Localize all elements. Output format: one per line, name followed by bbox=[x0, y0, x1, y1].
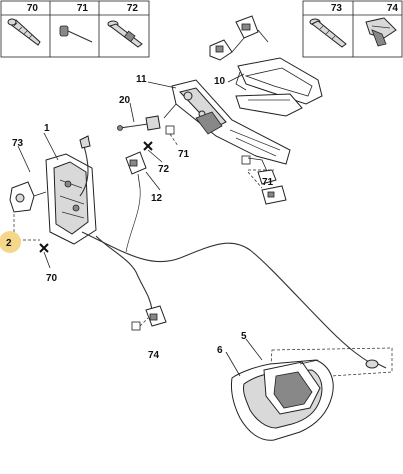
clip-74-icon bbox=[365, 17, 397, 47]
callout-12: 12 bbox=[151, 193, 163, 204]
lock-body bbox=[45, 135, 97, 245]
header-label-70: 70 bbox=[27, 3, 39, 14]
pin-71-icon bbox=[59, 25, 93, 43]
header-box-left: 70 71 72 bbox=[0, 0, 150, 58]
cross-marker-72-icon bbox=[143, 141, 153, 151]
marker-box-71b bbox=[241, 155, 251, 165]
cross-marker-70-icon bbox=[39, 243, 49, 253]
screw-72-icon bbox=[107, 20, 143, 48]
bracket-2 bbox=[9, 181, 47, 213]
callout-71b: 71 bbox=[262, 177, 274, 188]
callout-73: 73 bbox=[12, 138, 24, 149]
header-box-right: 73 74 bbox=[302, 0, 403, 58]
connector-12 bbox=[125, 151, 147, 189]
outside-handle bbox=[209, 15, 323, 117]
callout-2-highlight bbox=[0, 231, 21, 253]
rod-20 bbox=[117, 115, 161, 131]
callout-72: 72 bbox=[158, 164, 170, 175]
callout-11: 11 bbox=[136, 74, 147, 85]
screw-73-icon bbox=[309, 18, 347, 48]
callout-10: 10 bbox=[214, 76, 226, 87]
cable-clip bbox=[145, 305, 167, 327]
callout-74: 74 bbox=[148, 350, 160, 361]
screw-70-icon bbox=[7, 18, 41, 46]
callout-70: 70 bbox=[46, 273, 58, 284]
callout-20: 20 bbox=[119, 95, 131, 106]
header-label-74: 74 bbox=[387, 3, 399, 14]
cross-markers bbox=[39, 141, 163, 269]
marker-box-71a bbox=[165, 125, 175, 135]
header-label-71: 71 bbox=[77, 3, 89, 14]
handle-bracket bbox=[163, 79, 291, 179]
cables bbox=[81, 187, 373, 365]
leader-lines bbox=[17, 73, 263, 377]
callout-1: 1 bbox=[44, 123, 50, 134]
callout-71a: 71 bbox=[178, 149, 190, 160]
connector-bracket-lower bbox=[247, 169, 287, 205]
header-label-72: 72 bbox=[127, 3, 139, 14]
marker-box-74 bbox=[131, 321, 141, 331]
callout-labels: 1 2 5 6 10 11 12 20 70 71 71 72 73 74 bbox=[6, 74, 274, 361]
callout-2: 2 bbox=[6, 238, 12, 249]
callout-6: 6 bbox=[217, 345, 223, 356]
cable-end bbox=[365, 359, 387, 369]
callout-5: 5 bbox=[241, 331, 247, 342]
header-label-73: 73 bbox=[331, 3, 343, 14]
inside-handle-assembly bbox=[231, 347, 393, 441]
